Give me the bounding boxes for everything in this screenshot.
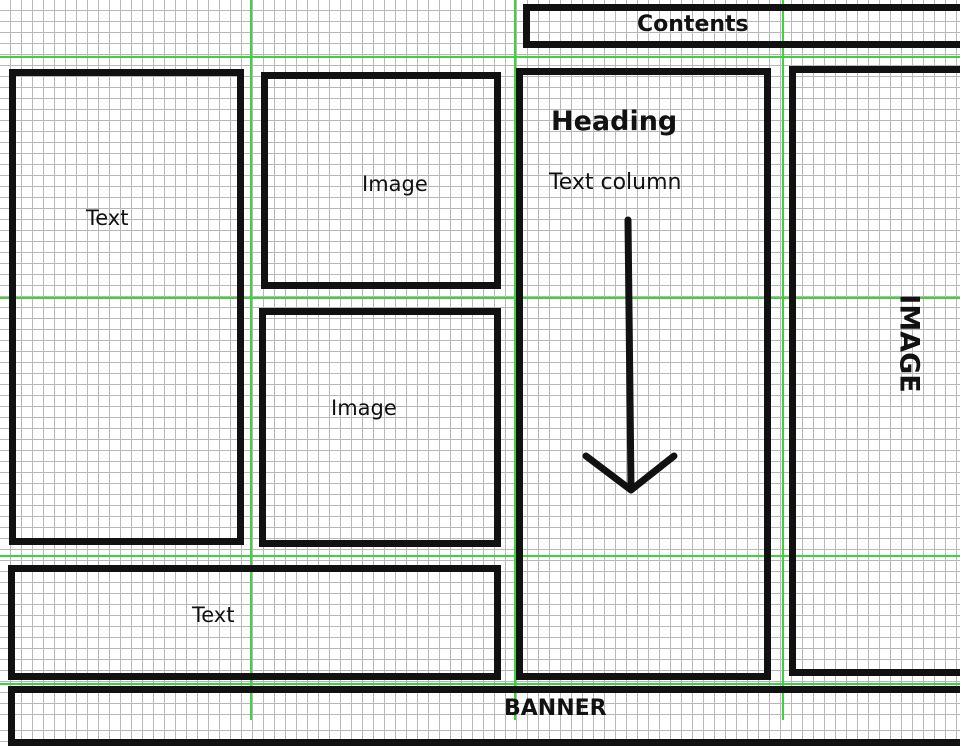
guide-line-vertical <box>782 0 784 720</box>
banner-box <box>8 686 960 746</box>
image-right-label: IMAGE <box>893 294 925 393</box>
guide-line-vertical <box>514 0 516 720</box>
text-box-bottom <box>8 565 501 680</box>
heading-label: Heading <box>551 106 678 137</box>
arrow-down-icon <box>582 216 678 494</box>
guide-line-horizontal <box>0 683 960 685</box>
text-left-label: Text <box>86 206 129 230</box>
image-box-bottom <box>259 308 501 547</box>
image-bottom-label: Image <box>331 396 397 420</box>
guide-line-horizontal <box>0 56 960 58</box>
contents-label: Contents <box>637 12 749 37</box>
guide-line-vertical <box>250 0 252 720</box>
text-column-box <box>516 68 771 680</box>
image-box-top <box>261 72 501 289</box>
text-box-left <box>9 69 244 545</box>
image-box-right <box>789 66 960 676</box>
guide-line-horizontal <box>0 555 960 557</box>
image-top-label: Image <box>362 172 428 196</box>
guide-line-horizontal <box>0 297 960 299</box>
text-column-label: Text column <box>549 170 682 195</box>
text-bottom-label: Text <box>192 603 235 627</box>
banner-label: BANNER <box>504 696 607 721</box>
contents-box <box>523 4 960 48</box>
